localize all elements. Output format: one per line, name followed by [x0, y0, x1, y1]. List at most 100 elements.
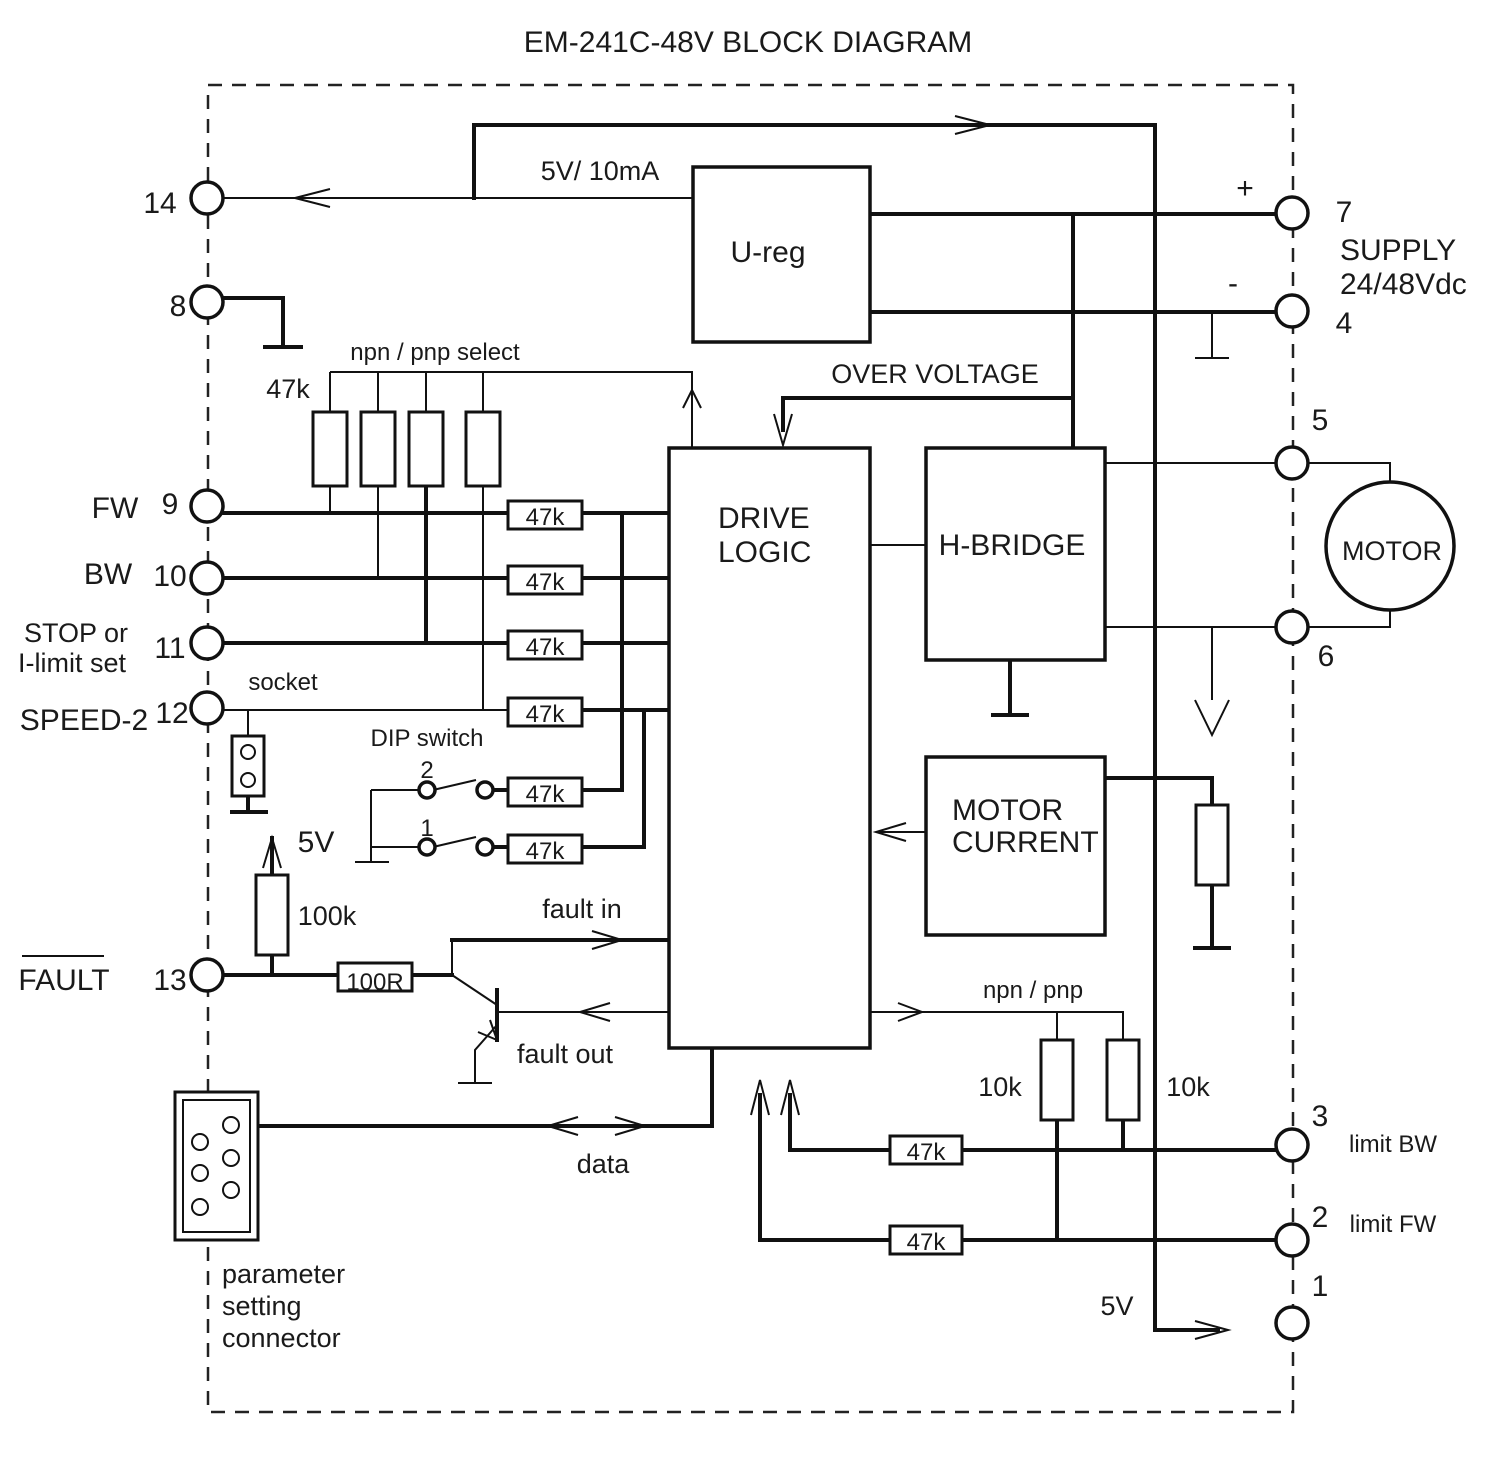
fault-out-label: fault out — [517, 1039, 614, 1069]
five-v-10ma-label: 5V/ 10mA — [541, 156, 660, 186]
terminal-5-label: 5 — [1312, 404, 1329, 437]
terminal-4 — [1274, 293, 1310, 329]
terminal-4-label: 4 — [1336, 307, 1353, 340]
ureg-label: U-reg — [730, 236, 805, 269]
over-voltage-label: OVER VOLTAGE — [831, 359, 1039, 389]
speed2-label: SPEED-2 — [20, 704, 148, 737]
r47k-7-label: 47k — [907, 1139, 947, 1166]
terminal-13 — [189, 957, 225, 993]
r47k-8-label: 47k — [907, 1229, 947, 1256]
plus-label: + — [1236, 172, 1254, 205]
socket-label: socket — [248, 669, 318, 696]
resistor-47k-1 — [506, 499, 584, 531]
limit-fw-label: limit FW — [1350, 1211, 1437, 1238]
terminal-8 — [189, 284, 225, 320]
hbridge-block — [924, 446, 1107, 662]
dip-2-label: 2 — [420, 757, 433, 784]
terminal-9-label: 9 — [162, 488, 179, 521]
resistors — [254, 410, 1230, 1256]
param-label-2: setting — [222, 1291, 302, 1321]
terminal-3 — [1274, 1127, 1310, 1163]
terminal-1 — [1274, 1305, 1310, 1341]
terminal-9 — [189, 488, 225, 524]
terminal-7-label: 7 — [1336, 196, 1353, 229]
npn-pnp-select-label: npn / pnp select — [350, 339, 520, 366]
npn-pnp-label: npn / pnp — [983, 977, 1083, 1004]
param-label-3: connector — [222, 1323, 341, 1353]
terminals — [189, 180, 1310, 1341]
terminal-10 — [189, 560, 225, 596]
resistor-10k-left — [1039, 1038, 1075, 1122]
terminal-1-label: 1 — [1312, 1270, 1329, 1303]
five-v-left-label: 5V — [298, 826, 335, 859]
terminal-14-label: 14 — [143, 187, 176, 220]
terminal-6-label: 6 — [1318, 640, 1335, 673]
diagram-title: EM-241C-48V BLOCK DIAGRAM — [524, 26, 972, 59]
wiring — [221, 123, 1391, 1332]
resistor-47k-3 — [506, 629, 584, 661]
drive-logic-block — [667, 446, 872, 1050]
resistor-shunt — [1194, 803, 1230, 887]
motor-symbol — [1324, 480, 1456, 612]
supply-label-1: SUPPLY — [1340, 234, 1456, 267]
param-label-1: parameter — [222, 1259, 345, 1289]
terminal-7 — [1274, 195, 1310, 231]
fault-in-label: fault in — [542, 894, 622, 924]
five-v-right-label: 5V — [1100, 1291, 1133, 1321]
resistor-47k-7 — [888, 1134, 964, 1166]
resistor-47k-8 — [888, 1224, 964, 1256]
bw-label: BW — [84, 558, 133, 591]
motor-current-label-1: MOTOR — [952, 794, 1063, 827]
resistor-select-3 — [407, 410, 445, 488]
motor-label: MOTOR — [1342, 536, 1442, 566]
drive-logic-label-2: LOGIC — [718, 536, 811, 569]
labels: U-reg DRIVE LOGIC H-BRIDGE MOTOR CURRENT… — [18, 156, 1467, 1353]
r47k-1-label: 47k — [526, 504, 566, 531]
ureg-block — [691, 165, 872, 344]
stop-label-2: I-limit set — [18, 648, 126, 678]
terminal-2-label: 2 — [1312, 1201, 1329, 1234]
terminal-2 — [1274, 1222, 1310, 1258]
hbridge-label: H-BRIDGE — [939, 529, 1086, 562]
r47k-5-label: 47k — [526, 781, 566, 808]
r100k-label: 100k — [298, 901, 357, 931]
terminal-11 — [189, 625, 225, 661]
r10k-left-label: 10k — [978, 1072, 1022, 1102]
terminal-6 — [1274, 609, 1310, 645]
limit-bw-label: limit BW — [1349, 1131, 1437, 1158]
data-label: data — [577, 1149, 631, 1179]
terminal-12-label: 12 — [155, 697, 188, 730]
terminal-8-label: 8 — [170, 290, 187, 323]
dip-1-label: 1 — [420, 815, 433, 842]
fw-label: FW — [92, 492, 139, 525]
resistor-47k-6 — [506, 833, 584, 865]
fault-label: FAULT — [18, 964, 109, 997]
r100r-label: 100R — [346, 969, 403, 996]
r47k-6-label: 47k — [526, 838, 566, 865]
enclosure-border — [206, 83, 1295, 1414]
resistor-100r — [336, 961, 414, 993]
resistor-47k-5 — [506, 776, 584, 808]
terminal-14 — [189, 180, 225, 216]
supply-label-2: 24/48Vdc — [1340, 268, 1467, 301]
terminal-12 — [189, 690, 225, 726]
resistor-select-1 — [311, 410, 349, 488]
parameter-connector — [173, 1090, 260, 1242]
r47k-3-label: 47k — [526, 634, 566, 661]
resistor-10k-right — [1105, 1038, 1141, 1122]
resistor-47k-2 — [506, 564, 584, 596]
arrows — [262, 115, 1232, 1340]
motor-current-block — [924, 755, 1107, 937]
terminal-13-label: 13 — [153, 964, 186, 997]
terminal-5 — [1274, 445, 1310, 481]
stop-label-1: STOP or — [24, 618, 128, 648]
dip-switch-contacts — [417, 780, 495, 857]
resistor-select-2 — [359, 410, 397, 488]
dip-switch-label: DIP switch — [371, 725, 484, 752]
resistor-100k — [254, 873, 290, 957]
motor-current-label-2: CURRENT — [952, 826, 1099, 859]
terminal-11-label: 11 — [154, 632, 185, 665]
minus-label: - — [1228, 267, 1238, 300]
r47k-top-label: 47k — [266, 374, 310, 404]
